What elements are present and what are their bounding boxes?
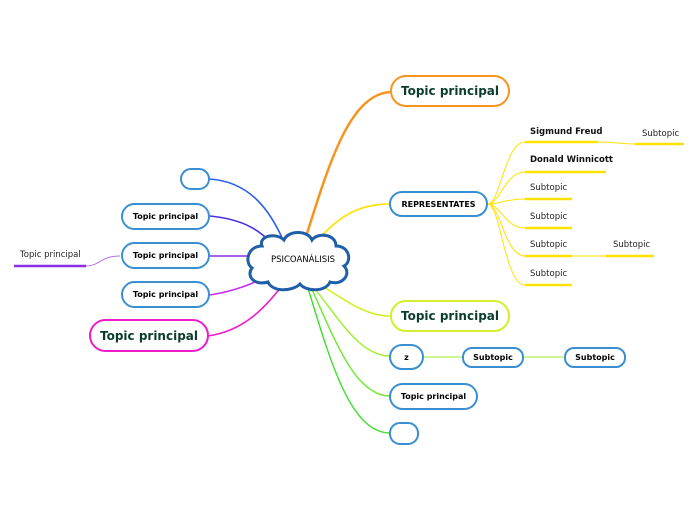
topic-node-left-2[interactable]: Topic principal — [121, 242, 210, 269]
topic-label: Topic principal — [132, 251, 199, 260]
connector-purple-sub — [85, 255, 121, 267]
topic-node-orange[interactable]: Topic principal — [390, 75, 510, 107]
topic-node-lower[interactable]: Topic principal — [389, 383, 478, 410]
connector-z — [311, 284, 391, 357]
subtopic-sigmund-freud[interactable]: Sigmund Freud — [530, 127, 603, 137]
subtopic-left-child[interactable]: Topic principal — [20, 250, 81, 260]
topic-label: Topic principal — [132, 290, 199, 299]
topic-label: Topic principal — [99, 328, 199, 343]
topic-label: REPRESENTATES — [401, 199, 476, 209]
topic-node-yellowgreen[interactable]: Topic principal — [390, 300, 510, 332]
subtopic-node-z-grandchild[interactable]: Subtopic — [564, 347, 626, 368]
connector-yellow-representates — [317, 203, 391, 241]
central-cloud-shape — [246, 231, 351, 292]
subtopic-5-child[interactable]: Subtopic — [613, 240, 651, 250]
topic-node-representates[interactable]: REPRESENTATES — [389, 191, 488, 217]
subtopic-underlines — [525, 140, 684, 287]
subtopic-label: Subtopic — [575, 353, 615, 362]
topic-label: Topic principal — [132, 212, 199, 221]
subtopic-label: Subtopic — [473, 353, 513, 362]
topic-node-empty-lower[interactable] — [389, 422, 419, 445]
topic-node-magenta[interactable]: Topic principal — [89, 319, 209, 352]
topic-label: Topic principal — [400, 309, 500, 323]
subtopic-node-z-child[interactable]: Subtopic — [462, 347, 524, 368]
connector-blue-empty — [209, 178, 285, 243]
topic-node-left-1[interactable]: Topic principal — [121, 203, 210, 230]
topic-node-empty-upper[interactable] — [180, 168, 210, 190]
topic-label: Topic principal — [400, 84, 500, 98]
connector-topic-lower — [309, 284, 391, 397]
central-topic[interactable]: PSICOANÁLISIS — [270, 255, 336, 265]
subtopic-3[interactable]: Subtopic — [530, 183, 568, 193]
topic-node-left-3[interactable]: Topic principal — [121, 281, 210, 308]
subtopic-6[interactable]: Subtopic — [530, 269, 568, 279]
connector-orange — [303, 90, 391, 241]
subtopic-5[interactable]: Subtopic — [530, 240, 568, 250]
topic-label: z — [404, 352, 409, 362]
topic-node-z[interactable]: z — [389, 344, 424, 370]
topic-label: Topic principal — [400, 392, 467, 401]
subtopic-4[interactable]: Subtopic — [530, 212, 568, 222]
subtopic-donald-winnicott[interactable]: Donald Winnicott — [530, 155, 613, 165]
representates-connectors — [487, 141, 636, 286]
subtopic-freud-child[interactable]: Subtopic — [642, 129, 680, 139]
connector-empty-lower — [306, 284, 391, 434]
